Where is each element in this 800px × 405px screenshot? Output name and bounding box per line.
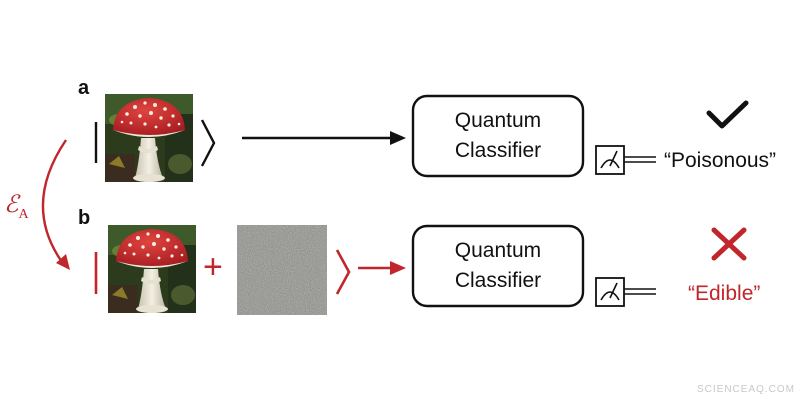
classifier-line1-b: Quantum xyxy=(454,239,542,262)
classifier-line1-a: Quantum xyxy=(454,109,542,132)
classifier-label-b: Quantum Classifier xyxy=(413,236,583,296)
quantum-classifier-box-b xyxy=(411,224,585,308)
measurement-icon-b xyxy=(595,277,625,307)
attack-operator-subscript: A xyxy=(18,206,29,222)
attack-arrow xyxy=(41,139,67,263)
panel-label-a: a xyxy=(78,77,90,99)
classifier-line2-b: Classifier xyxy=(454,269,542,292)
cross-icon xyxy=(711,227,747,261)
mushroom-image-b xyxy=(108,225,196,313)
ket-right-angle-b xyxy=(335,249,351,295)
panel-b xyxy=(94,224,747,315)
plus-sign: + xyxy=(203,248,223,286)
panel-a xyxy=(94,94,749,182)
attack-operator-symbol: ℰ xyxy=(4,190,19,218)
result-poisonous: “Poisonous” xyxy=(664,149,777,172)
watermark: SCIENCEAQ.COM xyxy=(697,384,796,395)
classifier-label-a: Quantum Classifier xyxy=(413,106,583,166)
classifier-line2-a: Classifier xyxy=(454,139,542,162)
ket-right-angle-a xyxy=(200,119,216,167)
arrow-head-b xyxy=(390,261,406,275)
panel-label-b: b xyxy=(78,207,91,229)
arrow-head-a xyxy=(390,131,406,145)
quantum-classifier-box-a xyxy=(411,94,585,178)
attack-arrow-head xyxy=(56,254,70,270)
mushroom-image-a xyxy=(105,94,193,182)
result-edible: “Edible” xyxy=(688,282,761,305)
check-icon xyxy=(706,100,749,129)
attack-operator-label: ℰA xyxy=(4,190,29,223)
